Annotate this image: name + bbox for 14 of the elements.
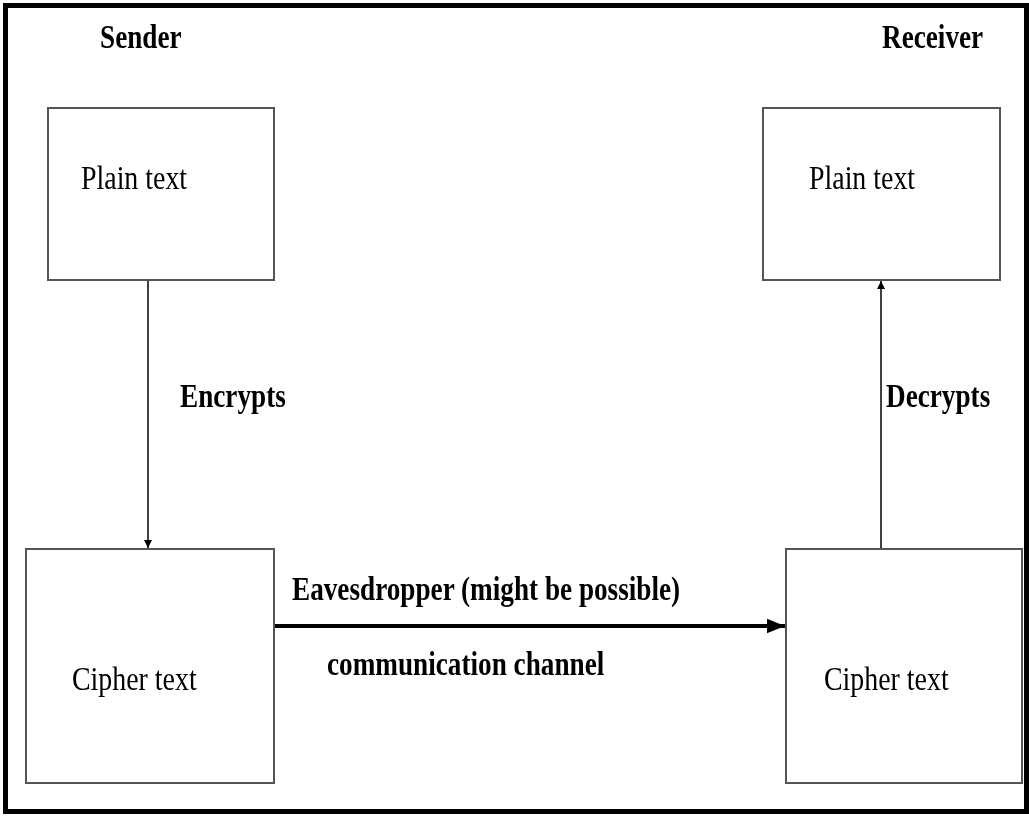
process-box: [785, 548, 1023, 784]
arrow: [275, 618, 785, 634]
arrow: [877, 280, 885, 549]
column-heading: Sender: [100, 18, 182, 56]
box-text: Plain text: [81, 159, 188, 197]
arrow: [144, 280, 152, 549]
column-heading: Receiver: [882, 18, 984, 56]
process-box: [762, 107, 1001, 281]
channel-label: communication channel: [327, 645, 605, 683]
box-text: Cipher text: [824, 660, 949, 698]
box-text: Plain text: [809, 159, 916, 197]
box-text: Cipher text: [72, 660, 197, 698]
process-box: [25, 548, 275, 784]
process-box: [47, 107, 275, 281]
